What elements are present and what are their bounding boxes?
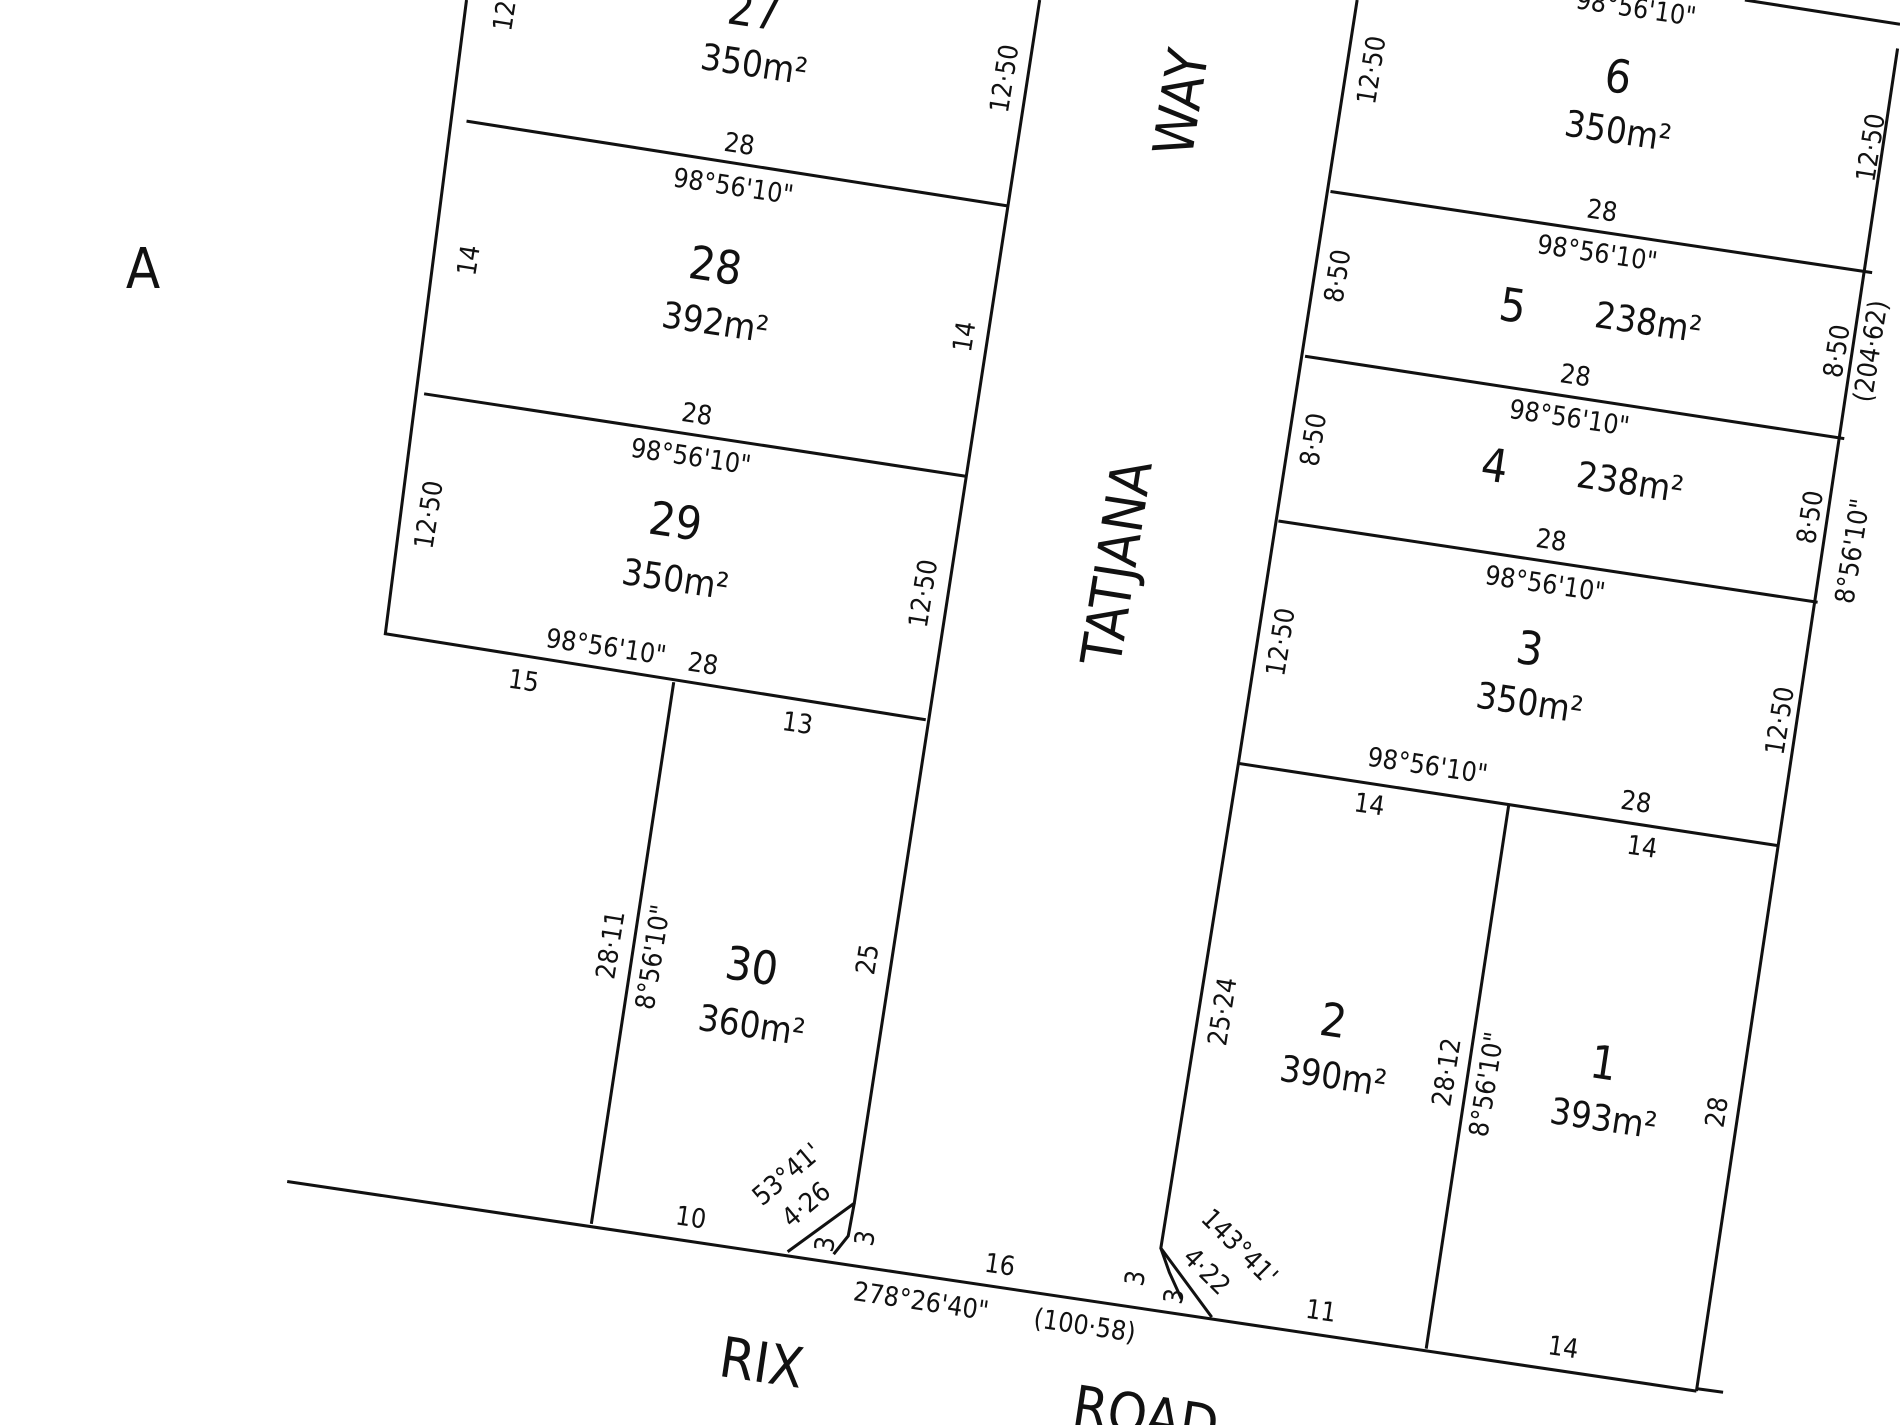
dimension: 12·50 (409, 479, 450, 552)
dimension: 3 (1119, 1268, 1152, 1288)
dimension: 28 (722, 127, 757, 162)
dimension: 28 (1558, 358, 1593, 393)
lot-area: 350m² (619, 550, 732, 608)
dimension: 28·11 (590, 909, 631, 982)
lot-number: 27 (724, 0, 784, 42)
dimension: 10 (673, 1200, 708, 1235)
lot-area: 393m² (1547, 1089, 1660, 1147)
dimension: 12·50 (1351, 34, 1392, 107)
dimension: 12·50 (984, 42, 1025, 115)
dimension: 25 (850, 942, 885, 977)
corner-tick-right (1159, 1247, 1183, 1300)
bearing: 98°56'10" (1574, 0, 1698, 33)
dimension: 16 (982, 1248, 1017, 1283)
dimension: 28 (1619, 785, 1654, 820)
dimension: (204·62) (1848, 298, 1895, 404)
dimension: 28 (680, 397, 715, 432)
lot-line-5-4 (1304, 354, 1845, 441)
dimension: 15 (506, 664, 541, 699)
lot-line-2-1 (1424, 805, 1511, 1349)
lot-area: 350m² (698, 35, 811, 93)
lot-line-28-29 (423, 392, 966, 478)
dimension: 12·50 (1850, 111, 1891, 184)
dimension: 28 (1534, 523, 1569, 558)
dimension: 14 (1352, 787, 1387, 822)
road-name: TATJANA (1069, 456, 1166, 671)
lot-area: 392m² (659, 293, 772, 351)
bearing: 98°56'10" (544, 623, 668, 672)
lot-number: 5 (1496, 277, 1530, 334)
lot-area: 350m² (1473, 674, 1586, 732)
dimension: 11 (1304, 1294, 1339, 1329)
tatjana-way-east-edge (1159, 0, 1359, 1319)
dimension: 12·50 (1760, 685, 1801, 758)
bearing: 98°56'10" (1507, 394, 1631, 443)
plan-labels: A27350m²2898°56'10"28392m²2898°56'10"293… (126, 0, 1895, 1425)
bearing: 8°56'10" (1829, 497, 1876, 606)
dimension: 8·50 (1294, 411, 1333, 469)
lot-number: 4 (1478, 437, 1512, 494)
lot-area: 238m² (1574, 453, 1687, 511)
road-name: WAY (1141, 44, 1222, 160)
area-label: A (126, 237, 160, 302)
dimension: 28 (1700, 1095, 1735, 1130)
lot-number: 1 (1587, 1034, 1621, 1091)
lot-line-4-3 (1278, 519, 1818, 604)
dimension: 8·50 (1318, 247, 1357, 305)
lot-line-3-2 (1238, 761, 1780, 848)
corner-tick-left (832, 1202, 856, 1256)
lot-number: 28 (685, 235, 745, 296)
dimension: 3 (849, 1228, 882, 1248)
lot-number: 2 (1316, 992, 1350, 1049)
lot-30-west-line (589, 681, 676, 1225)
lot-line-top (1744, 0, 1900, 26)
road-name: ROAD (1068, 1374, 1222, 1425)
road-name: RIX (715, 1325, 808, 1402)
dimension: 12·50 (903, 557, 944, 630)
dimension: 14 (451, 243, 486, 278)
dimension: 28·12 (1426, 1036, 1467, 1109)
dimension: 3 (1158, 1286, 1191, 1306)
dimension: (100·58) (1032, 1303, 1138, 1349)
bearing: 98°56'10" (1365, 742, 1489, 791)
lot-number: 29 (645, 491, 705, 552)
lot-area: 350m² (1562, 102, 1675, 160)
boundary-lines (286, 0, 1900, 1394)
lot-27-28-29-west-boundary (383, 0, 927, 722)
dimension: 13 (780, 706, 815, 741)
dimension: 8·50 (1818, 322, 1857, 380)
lot-number: 30 (722, 935, 782, 996)
dimension: 3 (809, 1234, 842, 1254)
lot-line-27-28 (466, 119, 1009, 208)
dimension: 28 (686, 647, 721, 682)
rix-road-north-edge (286, 1179, 1697, 1393)
lot-number: 3 (1513, 620, 1547, 677)
dimension: 14 (1546, 1330, 1581, 1365)
rix-road-end-tick (1696, 1387, 1724, 1394)
dimension: 12·50 (1260, 606, 1301, 679)
dimension: 14 (947, 319, 982, 354)
dimension: 25·24 (1202, 975, 1243, 1048)
bearing: 8°56'10" (1463, 1030, 1510, 1139)
lot-number: 6 (1601, 48, 1635, 105)
lot-line-6-5 (1330, 189, 1873, 275)
dimension: 14 (1625, 830, 1660, 865)
lot-area: 360m² (695, 996, 808, 1054)
lot-area: 390m² (1277, 1047, 1390, 1105)
dimension: 28 (1585, 193, 1620, 228)
lot-area: 238m² (1592, 293, 1705, 351)
dimension: 12· (487, 0, 524, 33)
